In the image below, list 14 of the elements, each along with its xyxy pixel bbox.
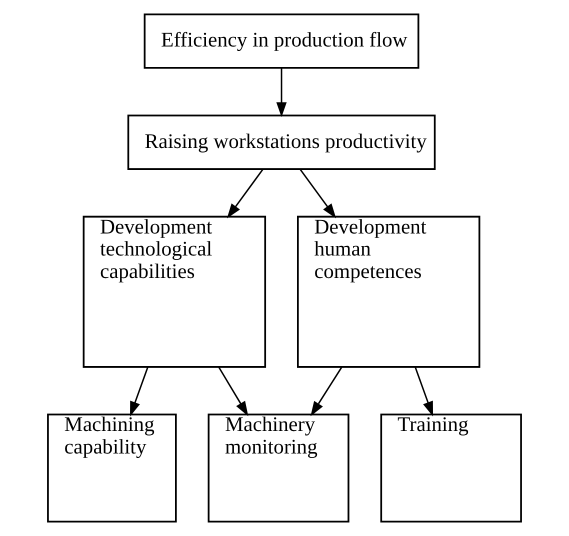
arrow (218, 366, 248, 416)
arrow (276, 68, 287, 118)
node-box: Raising workstations productivity (127, 114, 436, 170)
arrow (310, 366, 342, 416)
node-box: Development technological capabilities (82, 216, 266, 368)
arrow (414, 367, 434, 416)
node-box: Machinery monitoring (208, 414, 350, 523)
arrow (130, 367, 148, 416)
node-box: Efficiency in production flow (144, 13, 420, 69)
node-box: Machining capability (47, 414, 177, 523)
arrow (226, 168, 264, 218)
node-box: Training (380, 414, 522, 523)
node-box: Development human competences (297, 216, 480, 368)
arrow (300, 168, 336, 218)
